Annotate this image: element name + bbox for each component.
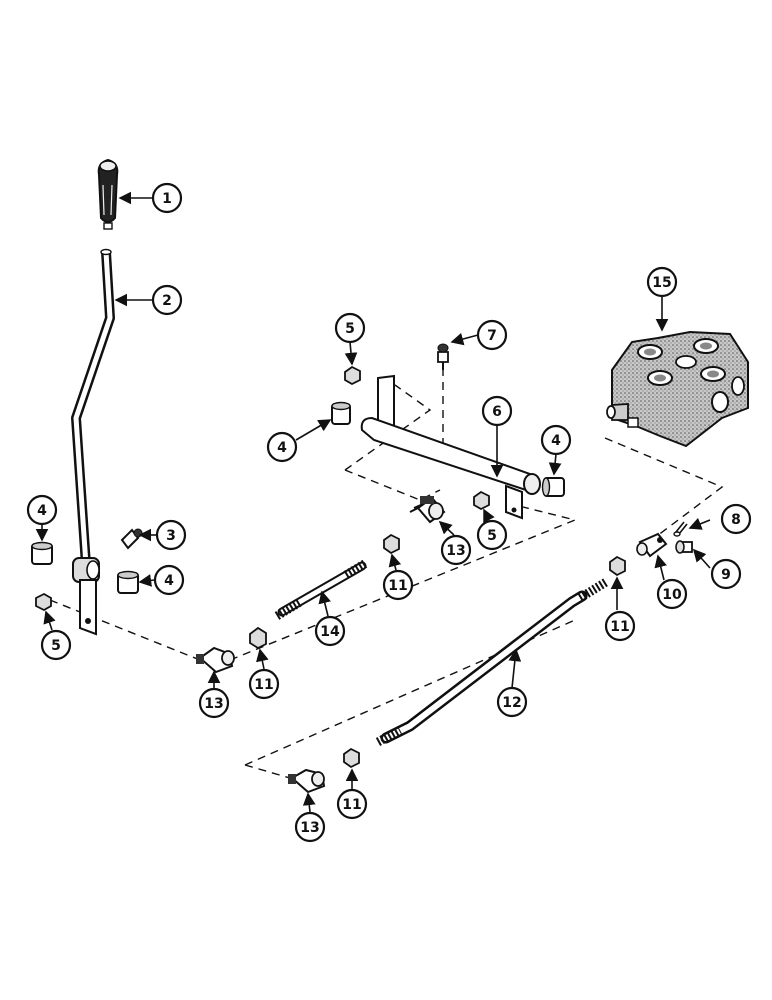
- clevis: [636, 532, 668, 558]
- svg-text:14: 14: [320, 624, 340, 640]
- callout-12: 12: [496, 686, 528, 718]
- callout-5-middle: 5: [476, 519, 508, 551]
- control-valve: [606, 330, 749, 448]
- callout-3: 3: [155, 519, 187, 551]
- svg-text:11: 11: [342, 797, 361, 813]
- callout-13-lower: 13: [198, 687, 230, 719]
- svg-text:7: 7: [487, 328, 497, 344]
- nut-middle: [473, 490, 490, 511]
- svg-text:13: 13: [300, 820, 319, 836]
- callout-15: 15: [646, 266, 678, 298]
- callout-11-right: 11: [604, 610, 636, 642]
- svg-text:4: 4: [551, 433, 561, 449]
- svg-text:4: 4: [164, 573, 174, 589]
- callout-4-shaft-left: 4: [266, 431, 298, 463]
- callout-4-shaft-right: 4: [540, 424, 572, 456]
- svg-text:13: 13: [204, 696, 223, 712]
- svg-text:6: 6: [492, 404, 502, 420]
- nut-left: [35, 592, 52, 612]
- svg-text:11: 11: [610, 619, 629, 635]
- callout-5-left: 5: [40, 629, 72, 661]
- callout-11-bottom: 11: [336, 788, 368, 820]
- svg-text:4: 4: [37, 503, 47, 519]
- grease-fitting-small: [120, 528, 143, 550]
- callout-14: 14: [314, 615, 346, 647]
- callout-13-bottom: 13: [294, 811, 326, 843]
- cotter-pin: [673, 521, 688, 537]
- ball-joint-lower: [196, 646, 235, 674]
- svg-text:1: 1: [162, 191, 172, 207]
- svg-text:13: 13: [446, 543, 465, 559]
- svg-text:8: 8: [731, 512, 741, 528]
- callout-6: 6: [481, 395, 513, 427]
- bushing-shaft-left: [331, 401, 351, 425]
- svg-text:9: 9: [721, 567, 731, 583]
- svg-text:12: 12: [502, 695, 521, 711]
- ball-joint-upper: [409, 496, 446, 524]
- callout-8: 8: [720, 503, 752, 535]
- callout-11-upper: 11: [382, 569, 414, 601]
- callout-5-top: 5: [334, 312, 366, 344]
- bushing-left-upper: [31, 541, 53, 565]
- svg-text:11: 11: [254, 677, 273, 693]
- handle-knob: [97, 158, 119, 230]
- callout-11-lower-left: 11: [248, 668, 280, 700]
- ball-joint-bottom: [288, 768, 326, 794]
- jam-nut-bottom: [343, 747, 360, 769]
- svg-text:3: 3: [166, 528, 176, 544]
- callout-2: 2: [151, 284, 183, 316]
- callout-4-left-lower: 4: [153, 564, 185, 596]
- shift-lever: [71, 248, 115, 636]
- callout-7: 7: [476, 319, 508, 351]
- nut-top: [344, 365, 361, 386]
- svg-text:5: 5: [51, 638, 61, 654]
- callout-9: 9: [710, 558, 742, 590]
- grease-fitting-shaft: [437, 343, 449, 370]
- long-rod: [375, 578, 609, 746]
- short-rod: [274, 559, 369, 620]
- jam-nut-upper: [383, 533, 400, 555]
- clevis-pin: [675, 540, 693, 554]
- cross-shaft: [360, 374, 541, 520]
- svg-text:10: 10: [662, 587, 682, 603]
- bushing-left-lower: [117, 570, 139, 594]
- callout-4-left-upper: 4: [26, 494, 58, 526]
- svg-text:4: 4: [277, 440, 287, 456]
- jam-nut-right: [609, 555, 626, 577]
- bushing-shaft-right: [541, 477, 565, 497]
- svg-text:2: 2: [162, 293, 172, 309]
- svg-text:11: 11: [388, 578, 407, 594]
- leader-lines: [35, 191, 711, 813]
- callout-13-upper: 13: [440, 534, 472, 566]
- callout-10: 10: [656, 578, 688, 610]
- jam-nut-lower-left: [249, 626, 267, 650]
- callout-1: 1: [151, 182, 183, 214]
- svg-text:5: 5: [345, 321, 355, 337]
- svg-text:5: 5: [487, 528, 497, 544]
- svg-text:15: 15: [652, 275, 671, 291]
